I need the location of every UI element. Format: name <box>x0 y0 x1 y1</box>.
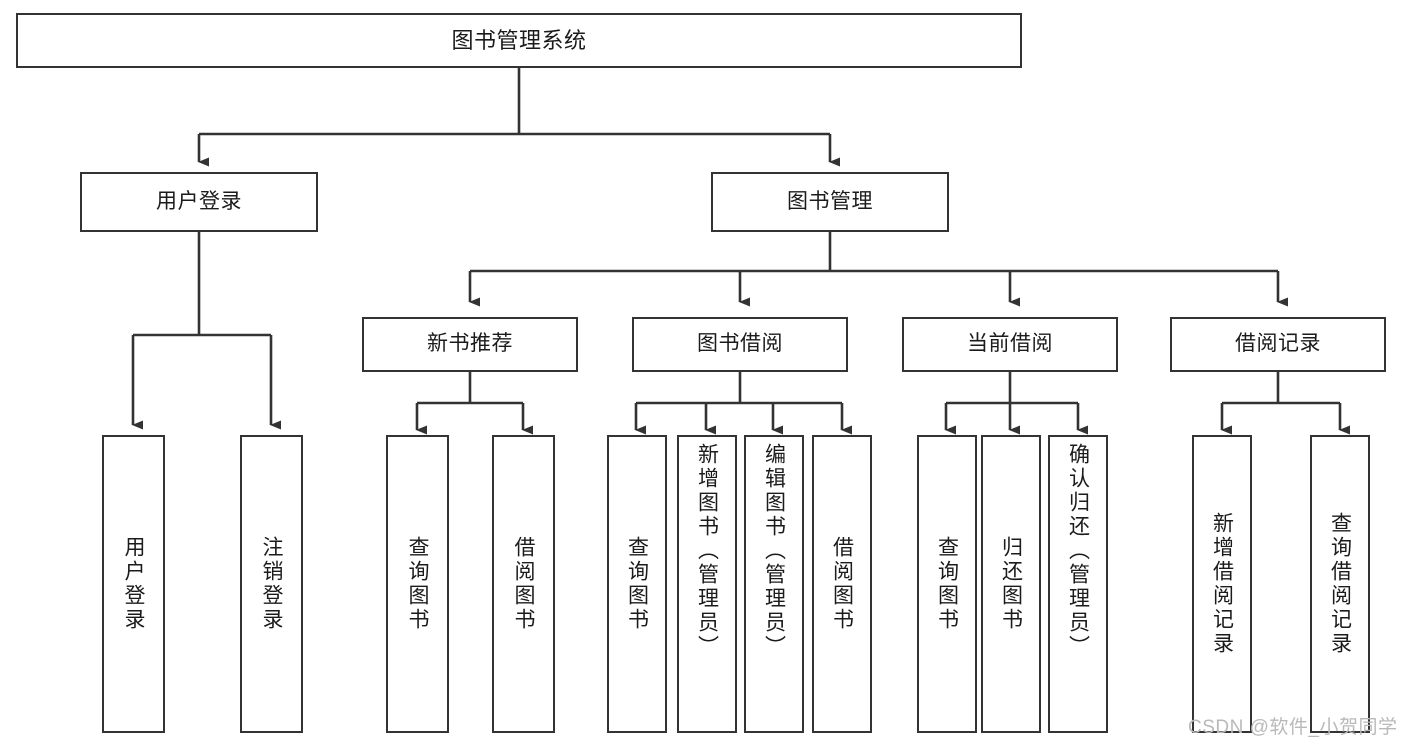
node-user-login[interactable]: 用户登录 <box>80 172 318 232</box>
node-leaf-query-book-2-label: 查询图书 <box>625 536 649 632</box>
node-leaf-add-record-label: 新增借阅记录 <box>1210 512 1234 656</box>
node-leaf-return-book-label: 归还图书 <box>999 536 1023 632</box>
node-leaf-user-login-label: 用户登录 <box>122 536 145 632</box>
node-new-book-recommend[interactable]: 新书推荐 <box>362 317 578 372</box>
node-leaf-return-book[interactable]: 归还图书 <box>981 435 1041 733</box>
node-leaf-query-record-label: 查询借阅记录 <box>1328 512 1352 656</box>
node-borrow-record-label: 借阅记录 <box>1235 332 1321 356</box>
node-borrow-record[interactable]: 借阅记录 <box>1170 317 1386 372</box>
node-book-management[interactable]: 图书管理 <box>711 172 949 232</box>
node-leaf-add-book-label: 新增图书（管理员） <box>695 443 719 659</box>
node-current-borrow-label: 当前借阅 <box>967 332 1053 356</box>
node-leaf-borrow-book-1-label: 借阅图书 <box>512 536 535 632</box>
node-book-borrow-label: 图书借阅 <box>697 332 783 356</box>
node-leaf-edit-book-label: 编辑图书（管理员） <box>762 443 786 659</box>
node-leaf-query-record[interactable]: 查询借阅记录 <box>1310 435 1370 733</box>
node-book-borrow[interactable]: 图书借阅 <box>632 317 848 372</box>
node-leaf-logout[interactable]: 注销登录 <box>240 435 303 733</box>
node-leaf-borrow-book-2[interactable]: 借阅图书 <box>812 435 872 733</box>
node-leaf-add-record[interactable]: 新增借阅记录 <box>1192 435 1252 733</box>
node-root[interactable]: 图书管理系统 <box>16 13 1022 68</box>
node-leaf-query-book-2[interactable]: 查询图书 <box>607 435 667 733</box>
node-book-management-label: 图书管理 <box>787 189 873 213</box>
node-leaf-query-book-3-label: 查询图书 <box>935 536 959 632</box>
node-leaf-confirm-return-label: 确认归还（管理员） <box>1066 443 1090 659</box>
node-user-login-label: 用户登录 <box>156 189 242 213</box>
node-leaf-query-book-1[interactable]: 查询图书 <box>386 435 449 733</box>
node-leaf-edit-book[interactable]: 编辑图书（管理员） <box>744 435 804 733</box>
node-leaf-query-book-3[interactable]: 查询图书 <box>917 435 977 733</box>
node-leaf-logout-label: 注销登录 <box>260 536 283 632</box>
node-leaf-query-book-1-label: 查询图书 <box>406 536 429 632</box>
node-leaf-user-login[interactable]: 用户登录 <box>102 435 165 733</box>
node-leaf-borrow-book-1[interactable]: 借阅图书 <box>492 435 555 733</box>
node-current-borrow[interactable]: 当前借阅 <box>902 317 1118 372</box>
node-leaf-borrow-book-2-label: 借阅图书 <box>830 536 854 632</box>
node-leaf-add-book[interactable]: 新增图书（管理员） <box>677 435 737 733</box>
node-leaf-confirm-return[interactable]: 确认归还（管理员） <box>1048 435 1108 733</box>
watermark: CSDN @软件_小贺同学 <box>1188 717 1398 738</box>
node-root-label: 图书管理系统 <box>451 27 587 53</box>
node-new-book-recommend-label: 新书推荐 <box>427 332 513 356</box>
